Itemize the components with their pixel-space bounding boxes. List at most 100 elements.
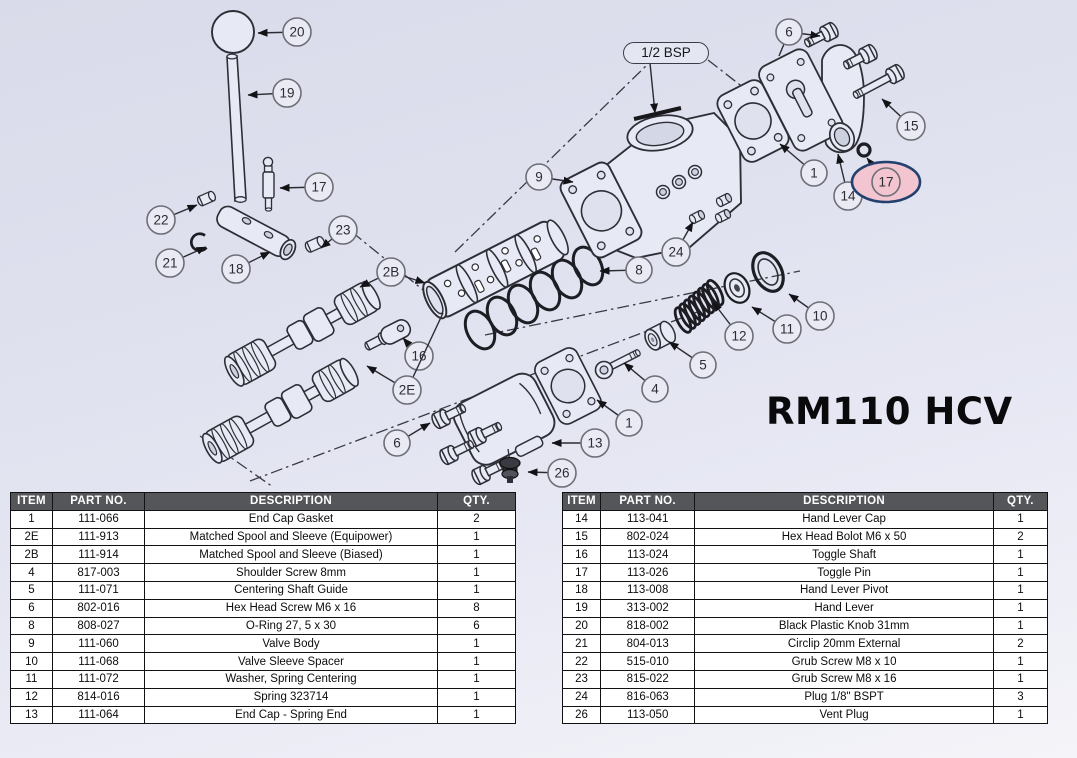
valve-sleeve-spacer-part	[751, 251, 785, 293]
svg-text:22: 22	[153, 213, 168, 228]
callout-22: 22	[146, 204, 198, 235]
callout-5: 5	[668, 341, 717, 379]
svg-text:6: 6	[785, 25, 793, 40]
column-header: DESCRIPTION	[694, 492, 994, 511]
svg-text:2B: 2B	[383, 265, 400, 280]
hand-lever-cap-part	[758, 44, 865, 154]
svg-text:1: 1	[810, 166, 818, 181]
callout-15: 15	[881, 98, 926, 141]
svg-text:6: 6	[393, 436, 401, 451]
hand-lever-part	[226, 53, 247, 203]
svg-text:17: 17	[311, 180, 326, 195]
port-size-label: 1/2 BSP	[623, 42, 709, 64]
bsp-leader-line	[649, 62, 659, 114]
vent-plug-part	[499, 456, 521, 483]
svg-text:10: 10	[812, 309, 827, 324]
svg-text:5: 5	[699, 358, 707, 373]
svg-text:8: 8	[635, 263, 643, 278]
model-title: RM110 HCV	[766, 390, 1013, 433]
valve-body-part	[559, 106, 742, 259]
column-header: QTY.	[437, 492, 516, 511]
svg-text:19: 19	[279, 86, 294, 101]
toggle-pin-o-ring-part	[856, 142, 872, 158]
svg-text:1: 1	[625, 416, 633, 431]
callout-10: 10	[788, 293, 835, 331]
port-bosses	[655, 164, 703, 200]
column-header: PART NO.	[52, 492, 145, 511]
svg-text:4: 4	[651, 382, 659, 397]
column-header: ITEM	[10, 492, 53, 511]
svg-text:26: 26	[554, 466, 569, 481]
svg-text:11: 11	[780, 322, 794, 337]
svg-text:12: 12	[731, 329, 746, 344]
svg-text:15: 15	[903, 119, 918, 134]
black-plastic-knob-part	[211, 10, 255, 54]
callout-24: 24	[661, 221, 694, 267]
column-header: PART NO.	[600, 492, 696, 511]
callout-1: 1	[596, 399, 643, 437]
valve-sleeve-part	[422, 219, 569, 320]
callout-17: 17	[850, 157, 922, 204]
svg-text:21: 21	[162, 256, 177, 271]
spring-part	[673, 279, 725, 334]
callout-2B: 2B	[359, 257, 426, 288]
grub-screw-m8x10-part	[196, 190, 217, 207]
matched-spool-biased-part	[220, 277, 386, 390]
grub-screw-m8x16-part	[304, 235, 326, 253]
callout-26: 26	[527, 458, 577, 488]
callout-23: 23	[320, 215, 358, 249]
svg-text:23: 23	[335, 223, 350, 238]
column-header: QTY.	[992, 492, 1049, 511]
callout-12: 12	[712, 301, 754, 351]
callout-11: 11	[751, 306, 802, 344]
spring-centering-washer-part	[723, 272, 751, 304]
callout-1: 1	[779, 143, 828, 187]
svg-text:24: 24	[668, 245, 684, 260]
toggle-pin-part	[262, 156, 275, 212]
o-ring-set-part	[463, 245, 605, 351]
column-header: DESCRIPTION	[144, 492, 438, 511]
svg-text:18: 18	[228, 262, 243, 277]
bspt-plugs	[688, 192, 733, 225]
hex-head-bolt-part	[852, 63, 905, 100]
svg-text:14: 14	[840, 189, 856, 204]
callout-6: 6	[775, 18, 821, 57]
callout-13: 13	[551, 428, 610, 458]
svg-text:9: 9	[535, 170, 543, 185]
svg-text:13: 13	[587, 436, 602, 451]
callout-17: 17	[279, 172, 334, 202]
callout-18: 18	[221, 251, 271, 284]
matched-spool-equipower-part	[198, 354, 364, 467]
svg-text:2E: 2E	[399, 383, 416, 398]
callout-2E: 2E	[366, 312, 444, 405]
callout-8: 8	[599, 256, 653, 284]
callout-9: 9	[525, 163, 574, 191]
centering-shaft-guide-part	[644, 320, 677, 351]
toggle-shaft-part	[364, 319, 412, 351]
